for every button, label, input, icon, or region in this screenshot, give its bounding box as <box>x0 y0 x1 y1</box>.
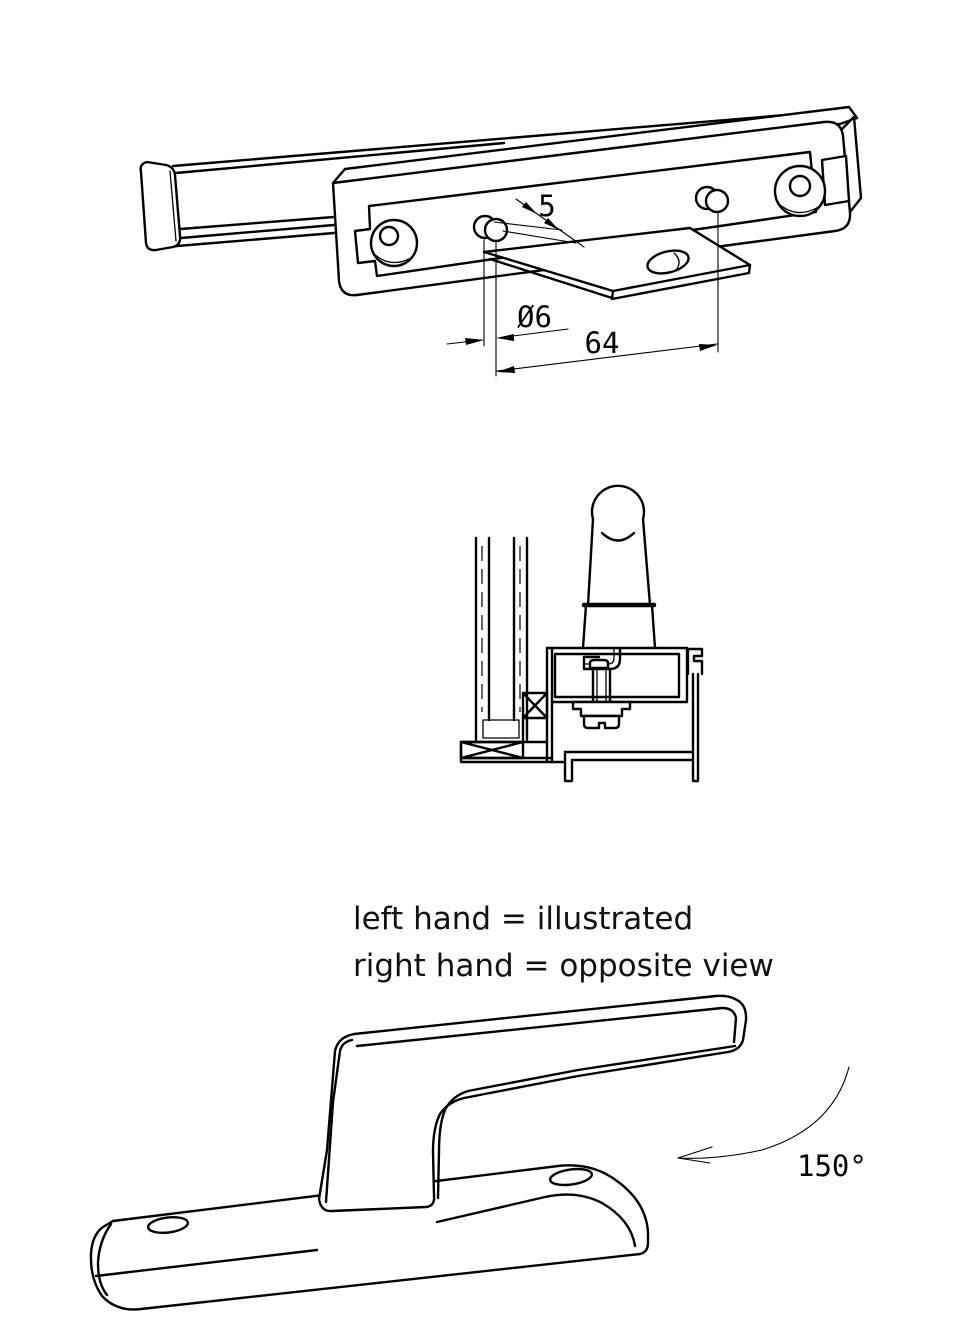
handle-escutcheon <box>581 603 657 650</box>
screw-head <box>588 658 610 670</box>
note-line-2: right hand = opposite view <box>353 948 774 984</box>
screw-hole-left <box>146 1215 190 1235</box>
glazing-bead-clip <box>686 647 704 676</box>
dim-angle-label: 150° <box>797 1149 867 1183</box>
glazing-spacer <box>482 719 520 739</box>
screw-hole-right <box>548 1167 594 1187</box>
keyhole-lug-right <box>820 154 851 207</box>
striker-plate <box>482 226 752 301</box>
setting-block <box>459 740 525 760</box>
oblong-hole <box>646 249 690 275</box>
clamp-bracket <box>571 700 632 718</box>
keyhole-hole-left <box>378 225 400 247</box>
rotation-annotation: 150° <box>677 1066 867 1183</box>
handle-grip <box>317 994 748 1213</box>
note-line-1: left hand = illustrated <box>353 901 693 937</box>
screw-nut <box>582 714 621 730</box>
keyhole-hole-right <box>788 174 812 198</box>
fixing-screw <box>571 647 632 730</box>
frame-profile <box>563 647 704 783</box>
backplate <box>331 105 863 297</box>
locking-pins <box>472 185 730 243</box>
figure-handle: 150° <box>89 994 867 1311</box>
figure-rod-assembly: 5 Ø6 64 <box>139 105 863 377</box>
rod-end-cap <box>139 160 182 252</box>
glazing-panes <box>459 536 549 760</box>
section-handle-grip <box>581 484 657 650</box>
dim-5-label: 5 <box>538 189 555 223</box>
backplate-face <box>331 120 852 297</box>
dimensions: 5 Ø6 64 <box>446 189 719 377</box>
handle-housing <box>545 646 689 704</box>
handle-base <box>89 1164 650 1311</box>
dim-64-label: 64 <box>585 326 620 360</box>
pin-right <box>704 188 730 214</box>
dim-diameter-label: Ø6 <box>517 300 552 334</box>
figure-section-view <box>459 484 704 783</box>
pin-left <box>483 217 509 243</box>
handing-note: left hand = illustrated right hand = opp… <box>353 901 774 984</box>
rotation-arrow <box>677 1066 850 1159</box>
sash-profile <box>459 646 567 764</box>
keyhole-tab-right <box>773 164 827 218</box>
